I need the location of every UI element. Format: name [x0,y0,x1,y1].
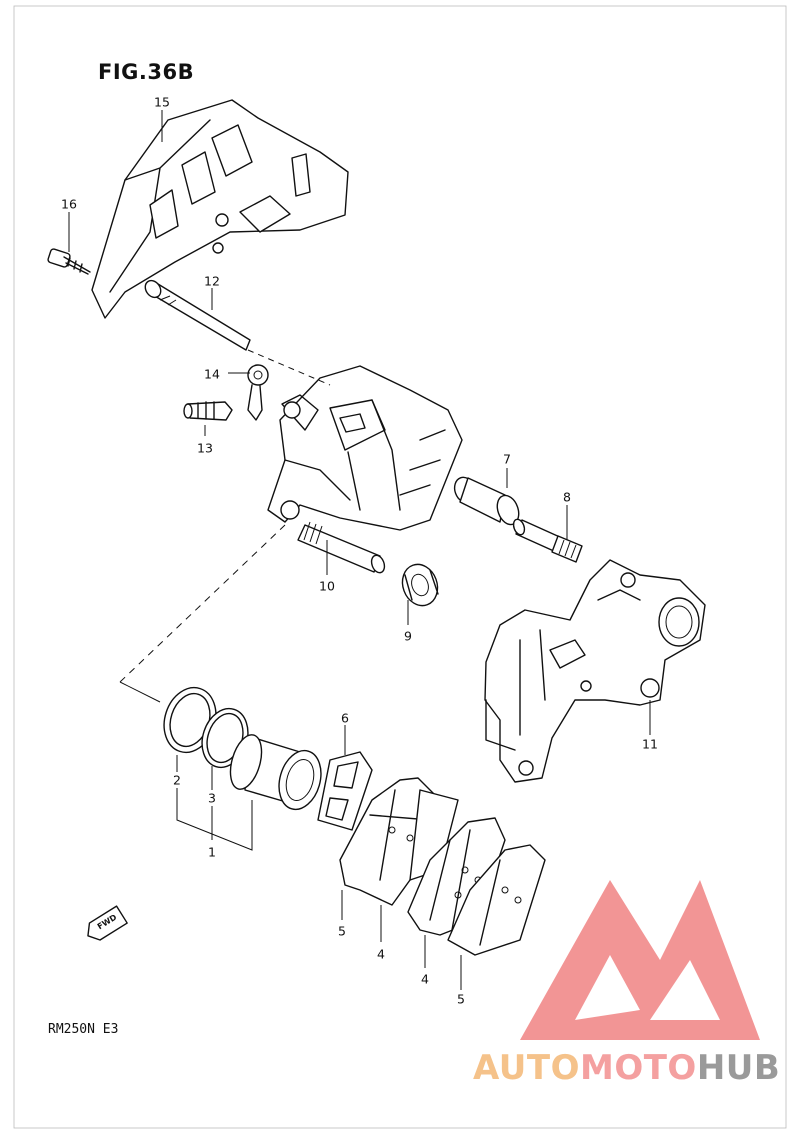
callout-13: 13 [197,440,213,456]
callout-9: 9 [404,628,412,644]
callout-7: 7 [503,451,511,467]
callout-4-left: 4 [377,946,385,962]
fwd-arrow-icon [87,905,128,941]
callout-12: 12 [204,273,220,289]
caliper-body [267,365,463,531]
figure-title: FIG.36B [98,60,195,84]
watermark-hub: HUB [696,1048,781,1088]
part-6-pad-spring [317,751,373,831]
callout-1: 1 [208,844,216,860]
part-5-pad-shim-right [447,844,546,956]
callout-8: 8 [563,489,571,505]
callout-11: 11 [642,736,658,752]
watermark-logo-icon [520,880,760,1040]
callout-6: 6 [341,710,349,726]
callout-5-right: 5 [457,991,465,1007]
part-12-pin [144,279,251,351]
callout-2: 2 [173,772,181,788]
part-14-cap [247,364,269,421]
part-1-piston [229,734,322,811]
watermark-brand: AUTOMOTOHUB [473,1048,780,1088]
callout-leaders [68,110,651,990]
part-16-bolt [47,248,91,275]
page-border [13,5,787,1129]
part-13-bleeder-valve [183,401,233,421]
watermark-auto: AUTO [473,1048,580,1088]
callout-14: 14 [204,366,220,382]
part-8-slide-pin [512,518,583,563]
callout-15: 15 [154,94,170,110]
part-15-caliper-guard [91,99,349,319]
part-9-boot [401,563,439,607]
callout-3: 3 [208,790,216,806]
part-7-bushing [453,476,520,526]
callout-10: 10 [319,578,335,594]
callout-5-left: 5 [338,923,346,939]
watermark-moto: MOTO [579,1048,697,1088]
callout-16: 16 [61,196,77,212]
callout-4-right: 4 [421,971,429,987]
part-10-guide-pin [297,521,386,574]
part-4-brake-pad-left [339,777,459,906]
part-11-caliper-bracket [484,559,706,783]
model-code: RM250N E3 [48,1022,119,1037]
